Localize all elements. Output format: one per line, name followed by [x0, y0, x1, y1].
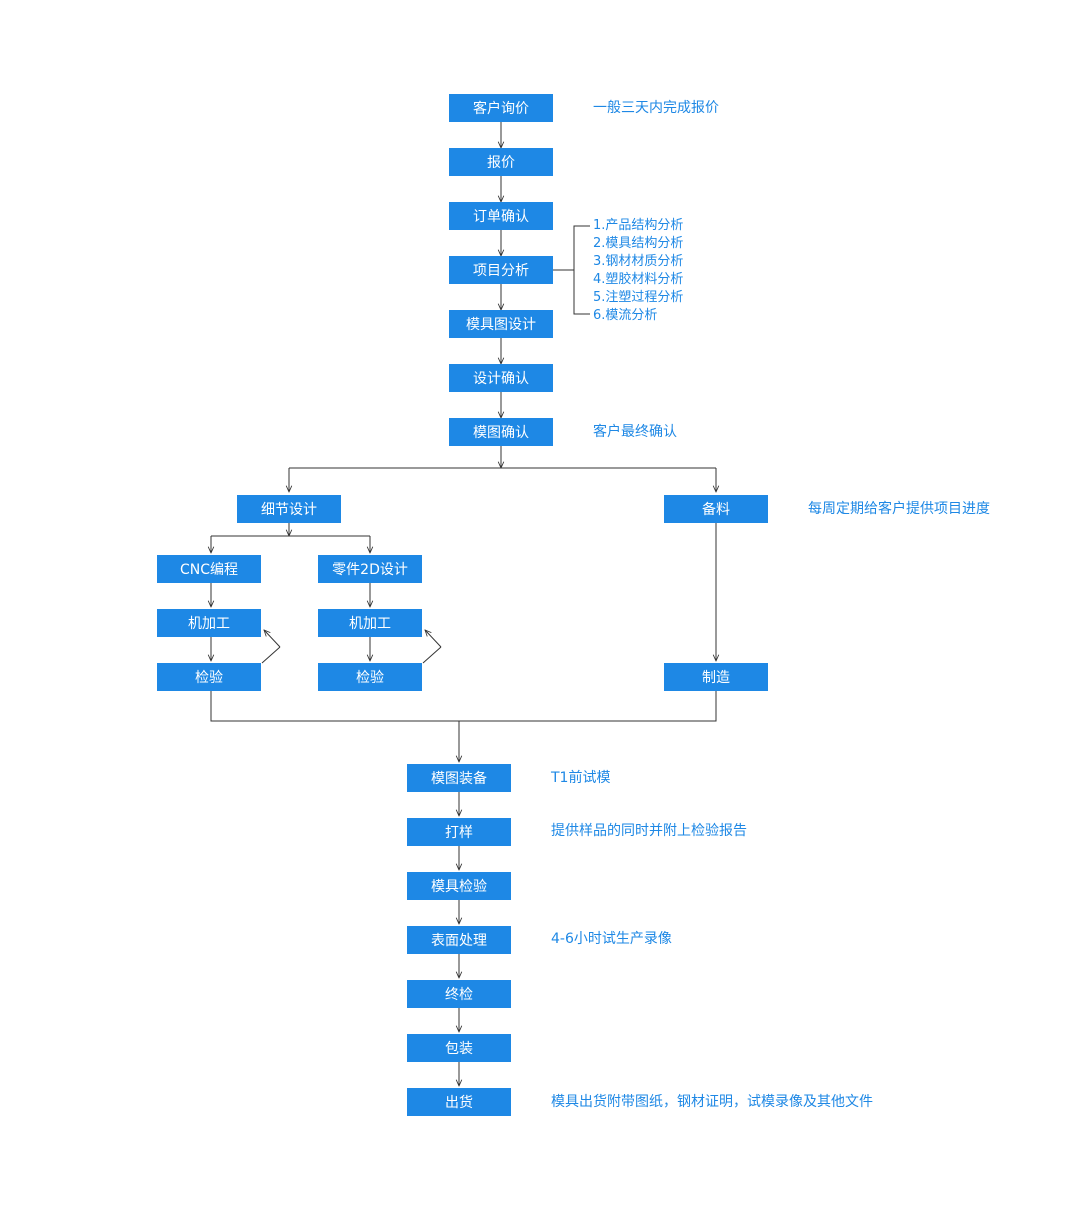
step-mold-assembly: 模图装备 [407, 764, 511, 792]
analysis-note-item: 5.注塑过程分析 [593, 290, 684, 305]
note-sampling: 提供样品的同时并附上检验报告 [551, 823, 747, 839]
step-surface: 表面处理 [407, 926, 511, 954]
step-order-confirm: 订单确认 [449, 202, 553, 230]
analysis-note-item: 6.模流分析 [593, 308, 658, 323]
step-design-confirm: 设计确认 [449, 364, 553, 392]
note-mold-assembly: T1前试模 [551, 770, 611, 786]
analysis-notes-list: 1.产品结构分析 2.模具结构分析 3.钢材材质分析 4.塑胶材料分析 5.注塑… [593, 217, 683, 325]
step-cnc: CNC编程 [157, 555, 261, 583]
analysis-note-item: 2.模具结构分析 [593, 236, 684, 251]
rework-arrow-a [261, 646, 281, 664]
step-drawing-confirm: 模图确认 [449, 418, 553, 446]
note-inquiry: 一般三天内完成报价 [593, 100, 719, 116]
step-parts-2d: 零件2D设计 [318, 555, 422, 583]
step-material-prep: 备料 [664, 495, 768, 523]
analysis-note-item: 4.塑胶材料分析 [593, 272, 684, 287]
note-drawing-confirm: 客户最终确认 [593, 424, 677, 440]
rework-arrow-b [422, 646, 442, 664]
note-shipping: 模具出货附带图纸，钢材证明，试模录像及其他文件 [551, 1094, 873, 1110]
step-inspect-a: 检验 [157, 663, 261, 691]
note-surface: 4-6小时试生产录像 [551, 931, 672, 947]
step-project-analysis: 项目分析 [449, 256, 553, 284]
step-machining-b: 机加工 [318, 609, 422, 637]
merge-line [210, 691, 717, 722]
step-mold-design: 模具图设计 [449, 310, 553, 338]
analysis-note-item: 3.钢材材质分析 [593, 254, 684, 269]
step-shipping: 出货 [407, 1088, 511, 1116]
step-inspect-b: 检验 [318, 663, 422, 691]
step-final-inspection: 终检 [407, 980, 511, 1008]
step-quote: 报价 [449, 148, 553, 176]
analysis-note-item: 1.产品结构分析 [593, 218, 684, 233]
step-inquiry: 客户询价 [449, 94, 553, 122]
analysis-bracket [573, 225, 590, 315]
step-detail-design: 细节设计 [237, 495, 341, 523]
step-manufacture: 制造 [664, 663, 768, 691]
step-packing: 包装 [407, 1034, 511, 1062]
step-sampling: 打样 [407, 818, 511, 846]
note-material-prep: 每周定期给客户提供项目进度 [808, 501, 990, 517]
step-mold-inspection: 模具检验 [407, 872, 511, 900]
step-machining-a: 机加工 [157, 609, 261, 637]
